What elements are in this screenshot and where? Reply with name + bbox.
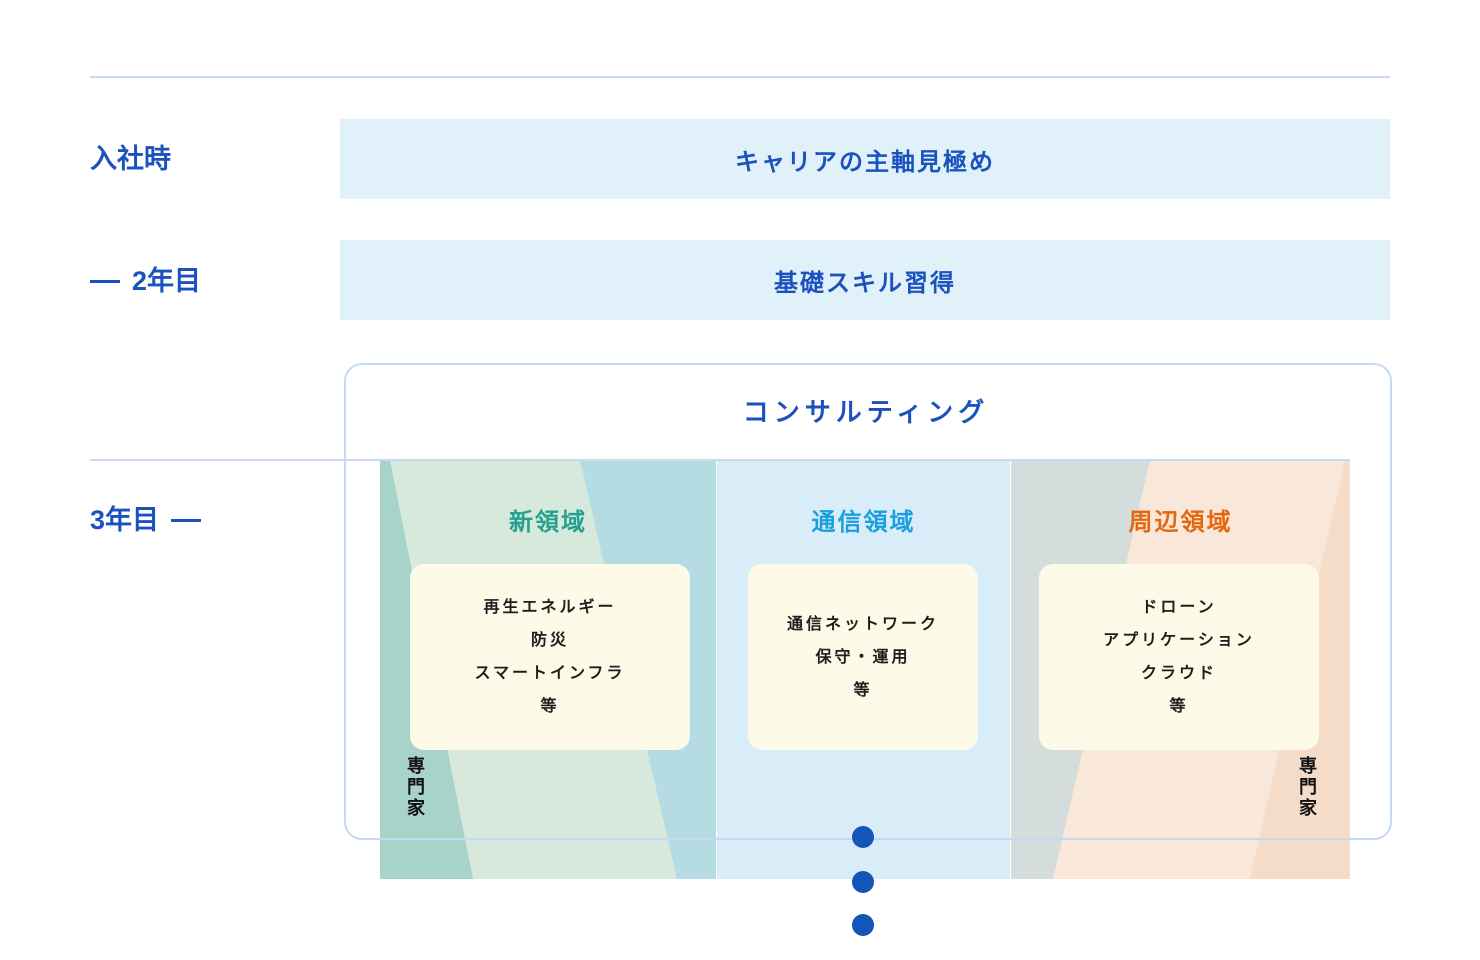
peripheral-field-item: ドローン [1141, 599, 1217, 616]
timeline-label-year3-text: 3年目 [90, 505, 160, 535]
vertical-ellipsis-dot-icon [852, 826, 874, 848]
timeline-dash-year3 [171, 518, 202, 522]
vertical-ellipsis-dot-icon [852, 914, 874, 936]
phase-bar-career-axis-text: キャリアの主軸見極め [735, 148, 995, 176]
timeline-label-year3: 3年目 [90, 505, 202, 535]
phase-bar-career-axis: キャリアの主軸見極め [340, 119, 1390, 199]
telecom-field-item: 保守・運用 [815, 648, 911, 666]
timeline-label-joining: 入社時 [90, 144, 171, 174]
telecom-field-card: 通信ネットワーク 保守・運用 等 [748, 564, 978, 750]
timeline-label-year2: 2年目 [90, 266, 201, 296]
timeline-label-year2-text: 2年目 [132, 266, 202, 296]
phase-bar-basic-skills-text: 基礎スキル習得 [774, 269, 956, 297]
telecom-field-item: 等 [853, 681, 873, 699]
expert-label-left: 専門家 [405, 756, 425, 819]
timeline-label-joining-text: 入社時 [90, 144, 171, 174]
peripheral-field-title: 周辺領域 [1128, 509, 1233, 536]
telecom-field-title: 通信領域 [811, 509, 916, 536]
peripheral-field-card: ドローン アプリケーション クラウド 等 [1039, 564, 1319, 750]
new-field-item: 再生エネルギー [483, 599, 617, 616]
new-field-item: 等 [540, 698, 560, 715]
peripheral-field-item: 等 [1169, 698, 1189, 715]
peripheral-field-item: アプリケーション [1103, 632, 1255, 649]
year3-divider-line [90, 459, 1350, 461]
expert-label-right: 専門家 [1297, 756, 1317, 819]
phase-bar-basic-skills: 基礎スキル習得 [340, 240, 1390, 320]
top-divider-line [90, 76, 1390, 78]
new-field-item: スマートインフラ [474, 665, 626, 682]
domain-column-peripheral-field: 周辺領域 ドローン アプリケーション クラウド 等 専門家 [1011, 460, 1350, 879]
domain-column-new-field: 新領域 再生エネルギー 防災 スマートインフラ 等 専門家 [380, 460, 716, 879]
telecom-field-item: 通信ネットワーク [786, 615, 939, 633]
timeline-dash-year2 [90, 279, 120, 283]
peripheral-field-item: クラウド [1140, 665, 1217, 682]
new-field-card: 再生エネルギー 防災 スマートインフラ 等 [410, 564, 690, 750]
new-field-item: 防災 [530, 632, 569, 649]
domain-column-telecom-field: 通信領域 通信ネットワーク 保守・運用 等 [717, 460, 1010, 879]
new-field-title: 新領域 [509, 509, 587, 536]
vertical-ellipsis-dot-icon [852, 871, 874, 893]
consulting-title: コンサルティング [742, 397, 990, 427]
